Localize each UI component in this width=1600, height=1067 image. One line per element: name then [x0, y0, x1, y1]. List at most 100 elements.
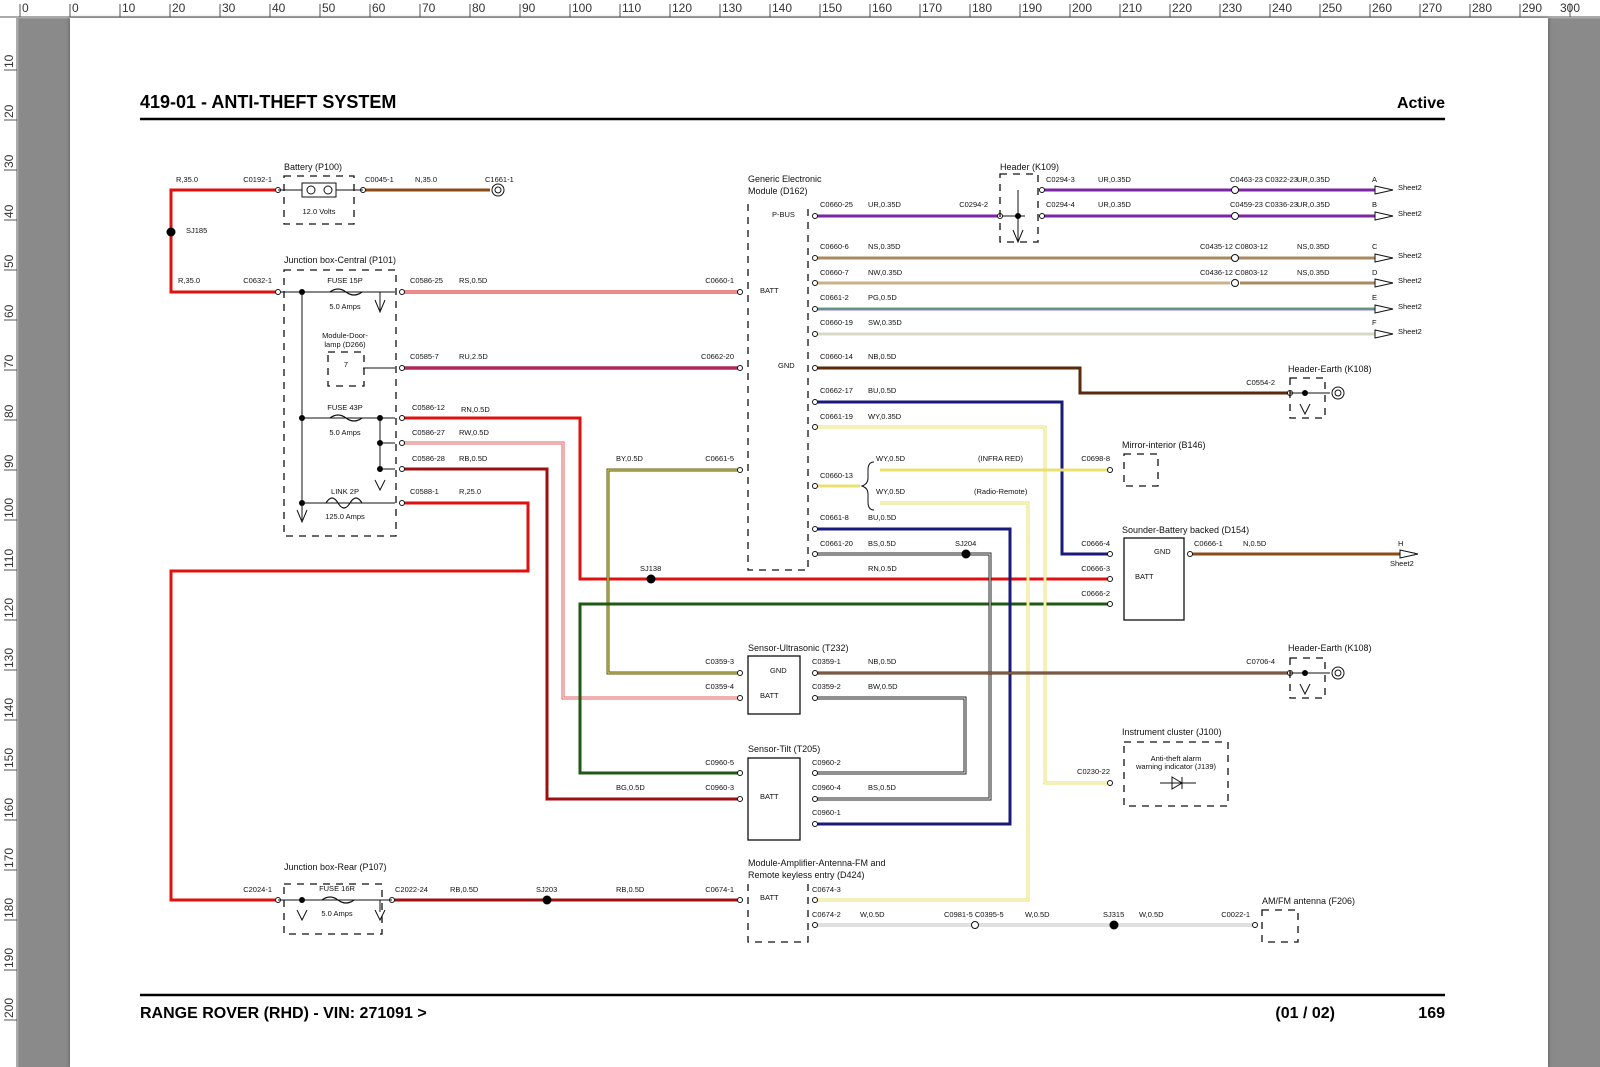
- ruler-left-tick: 10: [2, 54, 16, 68]
- wire-label: R,35.0: [178, 276, 200, 285]
- instrument-cluster-j100: [1123, 741, 1229, 807]
- wire-label: RW,0.5D: [459, 428, 489, 437]
- label-jb-central: Junction box-Central (P101): [284, 255, 396, 265]
- page-title: 419-01 - ANTI-THEFT SYSTEM: [140, 92, 396, 112]
- ruler-left-tick: 40: [2, 204, 16, 218]
- ruler-top-tick: 160: [872, 1, 892, 15]
- wire-label: RS,0.5D: [459, 276, 488, 285]
- ruler-top-tick: 50: [322, 1, 336, 15]
- wire-rb-tilt: [402, 467, 740, 801]
- ruler-left-tick: 90: [2, 454, 16, 468]
- ruler-top-tick: 0: [72, 1, 79, 15]
- wire-label: R,25.0: [459, 487, 481, 496]
- wire-label: NS,0.35D: [868, 242, 901, 251]
- ruler-left-tick: 70: [2, 354, 16, 368]
- ruler-top-tick: 270: [1422, 1, 1442, 15]
- label-door-lamp-pin: 7: [344, 360, 348, 369]
- sounder-battery-backed-d154: [1123, 537, 1185, 621]
- wire-label: RN,0.5D: [461, 405, 490, 414]
- label-indicator-2: warning indicator (J139): [1135, 762, 1217, 771]
- sensor-ultrasonic-t232: [747, 655, 801, 715]
- junction-dot: [1015, 213, 1021, 219]
- connector-label: C0661-20: [820, 539, 853, 548]
- pin-label: H: [1398, 539, 1403, 548]
- connector-label: C0674-3: [812, 885, 841, 894]
- wire-label: NB,0.5D: [868, 657, 897, 666]
- sheet-ref: Sheet2: [1398, 302, 1422, 311]
- sheet-ref: Sheet2: [1390, 559, 1414, 568]
- wire-bu-tilt: [815, 527, 1012, 826]
- connector-label: C0698-8: [1081, 454, 1110, 463]
- label-sensor-ultrasonic: Sensor-Ultrasonic (T232): [748, 643, 849, 653]
- label-fuse-43p: FUSE 43P: [327, 403, 362, 412]
- wire-label: UR,0.35D: [1297, 200, 1331, 209]
- connector-label: C0554-2: [1246, 378, 1275, 387]
- label-sj138: SJ138: [640, 564, 661, 573]
- ruler-left-tick: 180: [2, 898, 16, 918]
- label-sounder-gnd: GND: [1154, 547, 1171, 556]
- wiring-diagram: 419-01 - ANTI-THEFT SYSTEM Active RANGE …: [140, 92, 1445, 1022]
- splice-sj185: [166, 227, 176, 237]
- connector-label: C0359-1: [812, 657, 841, 666]
- splice-sj204: [961, 549, 971, 559]
- ruler-top-tick: 150: [822, 1, 842, 15]
- wire-label: RB,0.5D: [459, 454, 488, 463]
- sheet-arrows: [1374, 185, 1419, 559]
- connector-label: C0666-2: [1081, 589, 1110, 598]
- sensor-tilt-t205: [747, 757, 801, 841]
- wire-bs-stripe: [815, 553, 991, 800]
- wire-label: BG,0.5D: [616, 783, 645, 792]
- label-door-lamp-1: Module-Door-: [322, 331, 368, 340]
- module-door-lamp-d266: [327, 351, 365, 387]
- wire-label: RB,0.5D: [616, 885, 645, 894]
- sheet-ref: Sheet2: [1398, 251, 1422, 260]
- connector-label: C0359-3: [705, 657, 734, 666]
- link-2p-symbol: [325, 497, 363, 509]
- label-amplifier-1: Module-Amplifier-Antenna-FM and: [748, 858, 886, 868]
- connector-label: C0960-5: [705, 758, 734, 767]
- connector-label: C0045-1: [365, 175, 394, 184]
- connector-label: C0674-2: [812, 910, 841, 919]
- junction-box-rear-p107: [278, 883, 392, 935]
- connector-label: C0706-4: [1246, 657, 1275, 666]
- label-fuse-16r-amps: 5.0 Amps: [321, 909, 353, 918]
- label-link-2p: LINK 2P: [331, 487, 359, 496]
- label-link-2p-amps: 125.0 Amps: [325, 512, 365, 521]
- connector-label: C0359-4: [705, 682, 734, 691]
- label-fuse-43p-amps: 5.0 Amps: [329, 428, 361, 437]
- wire-label: NS,0.35D: [1297, 242, 1330, 251]
- wire-label: RB,0.5D: [450, 885, 479, 894]
- wire-label: PG,0.5D: [868, 293, 897, 302]
- connector-label: C0436-12 C0803-12: [1200, 268, 1268, 277]
- wire-rn-sounder: [402, 416, 1110, 581]
- ruler-top-tick: 210: [1122, 1, 1142, 15]
- wire-label: WY,0.5D: [876, 487, 906, 496]
- ruler-left-tick: 140: [2, 698, 16, 718]
- wire-label: BU,0.5D: [868, 513, 897, 522]
- label-battery: Battery (P100): [284, 162, 342, 172]
- ruler-left-tick: 110: [2, 549, 16, 568]
- wire-label: UR,0.35D: [1297, 175, 1331, 184]
- wire-battery-positive: [169, 188, 278, 294]
- wire-label: BY,0.5D: [616, 454, 644, 463]
- wire-rw-stripe: [402, 442, 740, 699]
- connector-label: C0661-19: [820, 412, 853, 421]
- ruler-top-tick: 190: [1022, 1, 1042, 15]
- label-header-earth-1: Header-Earth (K108): [1288, 364, 1372, 374]
- ruler-left-tick: 170: [2, 848, 16, 868]
- sheet-ref: Sheet2: [1398, 327, 1422, 336]
- sheet-ref: Sheet2: [1398, 183, 1422, 192]
- ruler-vertical: 10 20 30 40 50 60 70 80 90 100 110 120 1…: [0, 18, 19, 1067]
- ruler-top-tick: 220: [1172, 1, 1192, 15]
- connector-label: C0192-1: [243, 175, 272, 184]
- ruler-top-tick: 200: [1072, 1, 1092, 15]
- wire-label: SW,0.35D: [868, 318, 902, 327]
- wire-nb-earth: [815, 366, 1290, 395]
- connector-label: C0960-3: [705, 783, 734, 792]
- ruler-left-tick: 130: [2, 648, 16, 668]
- label-indicator-1: Anti-theft alarm: [1151, 754, 1202, 763]
- wire-label: NW,0.35D: [868, 268, 903, 277]
- header-earth-k108-lower: [1289, 657, 1345, 699]
- wire-label: W,0.5D: [860, 910, 885, 919]
- label-sounder-batt: BATT: [1135, 572, 1154, 581]
